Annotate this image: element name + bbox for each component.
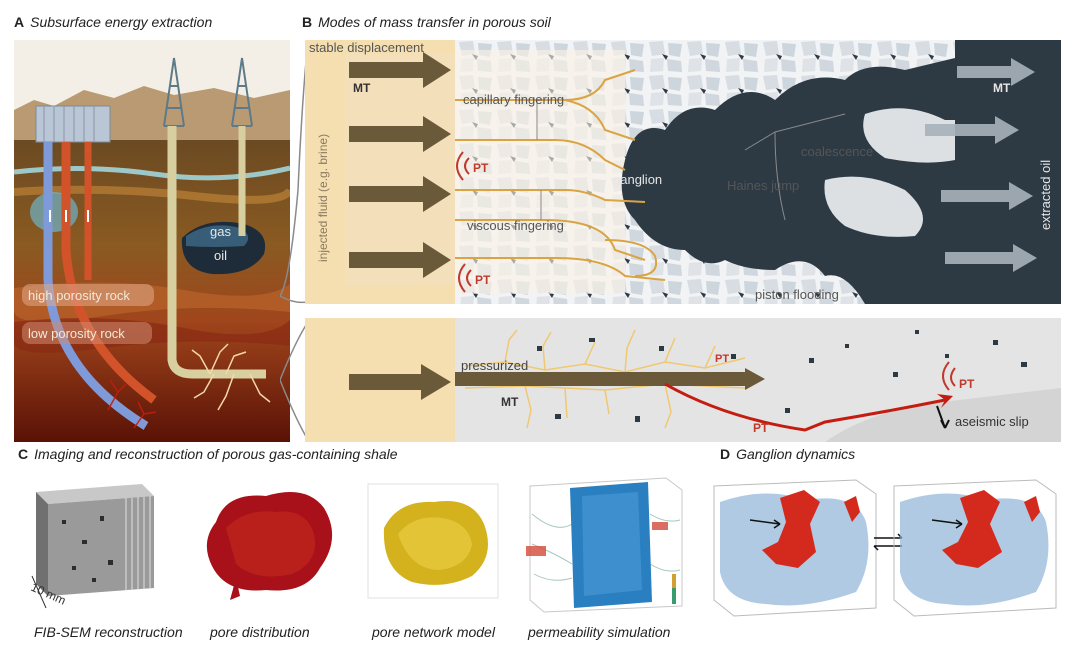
stable-displacement-label: stable displacement xyxy=(309,40,424,55)
panel-title-text: Ganglion dynamics xyxy=(736,446,856,462)
panel-b-top: PT PT stable displacement MT injected fl… xyxy=(305,40,1061,304)
panel-b-bottom: PT PT PT pressurized MT aseismic slip xyxy=(305,318,1061,442)
ganglion-state-1 xyxy=(713,479,877,617)
panel-title-text: Subsurface energy extraction xyxy=(30,14,213,30)
panel-c-title: C Imaging and reconstruction of porous ga… xyxy=(18,446,398,462)
pore-distribution-render xyxy=(206,492,333,600)
caption-pore-distribution: pore distribution xyxy=(210,624,310,640)
ganglion-state-2 xyxy=(893,479,1057,617)
panel-letter: B xyxy=(302,14,313,30)
panel-letter: A xyxy=(14,14,25,30)
pore-network-render xyxy=(367,483,499,599)
mt-label: MT xyxy=(353,81,371,95)
caption-fib-sem: FIB-SEM reconstruction xyxy=(34,624,183,640)
gas-label: gas xyxy=(210,224,231,239)
pt-label: PT xyxy=(753,421,769,435)
pt-label: PT xyxy=(475,273,491,287)
high-porosity-label: high porosity rock xyxy=(28,288,130,303)
extracted-oil-label: extracted oil xyxy=(1038,160,1053,230)
pressurized-label: pressurized xyxy=(461,358,528,373)
mt-arrow xyxy=(349,52,451,88)
caption-pore-network: pore network model xyxy=(372,624,495,640)
ganglion-dynamics-boxes xyxy=(713,479,1057,617)
injected-fluid-label: injected fluid (e.g. brine) xyxy=(316,134,330,262)
pt-icon xyxy=(942,361,956,391)
permeability-simulation-render xyxy=(526,477,683,613)
haines-jump-label: Haines jump xyxy=(727,178,799,193)
equilibrium-arrows xyxy=(873,533,903,551)
pt-icon xyxy=(456,151,472,293)
capillary-fingering-label: capillary fingering xyxy=(463,92,564,107)
oil-label: oil xyxy=(214,248,227,263)
piston-flooding-label: piston flooding xyxy=(755,287,839,302)
pt-label: PT xyxy=(959,377,975,391)
fib-sem-cube: 10 mm xyxy=(29,484,154,609)
panel-letter: D xyxy=(720,446,731,462)
caption-permeability: permeability simulation xyxy=(528,624,671,640)
panel-title-text: Imaging and reconstruction of porous gas… xyxy=(34,446,398,462)
panel-letter: C xyxy=(18,446,29,462)
ganglion-label: ganglion xyxy=(613,172,662,187)
low-porosity-label: low porosity rock xyxy=(28,326,125,341)
panel-title-text: Modes of mass transfer in porous soil xyxy=(318,14,551,30)
panel-d-title: D Ganglion dynamics xyxy=(720,446,855,462)
pt-label: PT xyxy=(473,161,489,175)
coalescence-label: coalescence xyxy=(801,144,873,159)
mt-label: MT xyxy=(993,81,1011,95)
pt-label: PT xyxy=(715,353,729,365)
aseismic-slip-label: aseismic slip xyxy=(955,414,1029,429)
panel-a-illustration: gas oil high porosity rock low porosity … xyxy=(14,40,290,442)
viscous-fingering-label: viscous fingering xyxy=(467,218,564,233)
panel-a-title: A Subsurface energy extraction xyxy=(14,14,212,30)
mt-label: MT xyxy=(501,395,519,409)
panel-b-title: B Modes of mass transfer in porous soil xyxy=(302,14,551,30)
